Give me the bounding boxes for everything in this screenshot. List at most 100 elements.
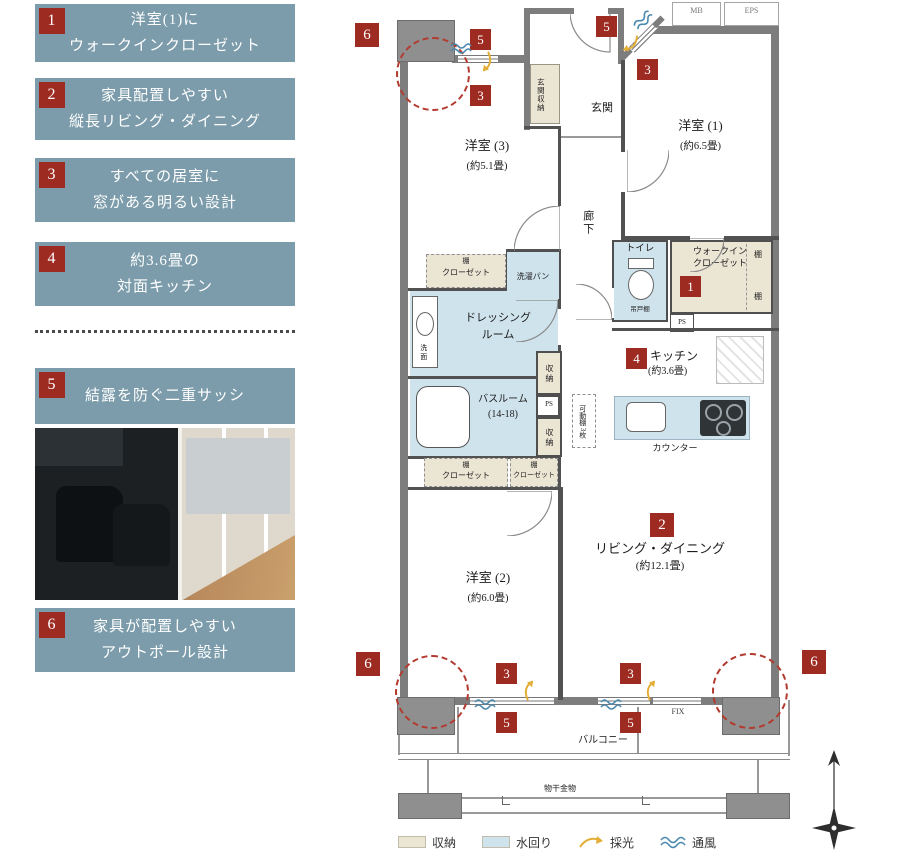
legend-daylight-label: 採光 [610,835,635,850]
wall-segment [400,55,408,700]
water-swatch-icon [482,836,511,848]
ps-box-2 [536,395,562,417]
plan-badge-3: 3 [620,663,641,684]
stove-burner [716,421,731,436]
dressing-label-1: ドレッシング [465,312,531,324]
toilet-label: トイレ [625,244,655,254]
dotted-divider [35,330,295,333]
closet-label: クローゼット [442,268,490,277]
door-gap [610,288,614,318]
hanging-shelf-label: 吊戸棚 [630,306,650,313]
door-arc [507,491,552,536]
feature-5-line1: 結露を防ぐ二重サッシ [84,387,245,404]
legend-item-ventilation: 通風 [660,834,716,851]
storage-box-2 [536,417,562,457]
feature-5: 5 結露を防ぐ二重サッシ [35,368,295,424]
plan-badge-5: 5 [620,712,641,733]
deck-block [398,793,462,819]
feature-2-number: 2 [39,82,65,108]
wall-segment [408,487,561,490]
wind-wave-icon [633,10,653,30]
photo-chair-1 [55,486,124,563]
toilet-bowl [628,270,654,300]
compass-icon [812,750,856,850]
feature-3-line2: 窓がある明るい設計 [92,195,237,211]
wall-segment [558,487,563,700]
plan-badge-6: 6 [355,23,379,47]
feature-3-line1: すべての居室に [109,168,221,185]
feature-1-line2: ウォークインクローゼット [68,38,261,54]
photo-window-frame [178,428,182,600]
deck-line [462,812,726,814]
balcony-divider [457,707,459,753]
vanity-label: 洗面 [419,344,428,362]
stove-burner [726,404,743,421]
door-arc [627,150,669,192]
feature-4-line2: 対面キッチン [116,279,213,295]
plan-badge-6: 6 [356,652,380,676]
ps-box [670,314,694,332]
wall-segment [771,26,779,700]
room-label-yoshitsu2: 洋室 (2) [465,570,511,585]
plan-badge-4: 4 [626,348,647,369]
wic-label-1: ウォークイン [692,246,747,256]
bathroom-label: バスルーム [478,394,528,405]
window [470,697,554,705]
feature-3: 3 すべての居室に 窓がある明るい設計 [35,158,295,222]
refrigerator-space [716,336,764,384]
counter-label: カウンター [652,443,698,453]
closet-strip-1 [424,458,508,487]
eps-box [724,2,779,26]
photo-window-mullion-2 [263,428,268,600]
storage-label-2: 収納 [545,428,554,448]
door-arc [516,300,558,342]
plan-badge-2: 2 [650,513,674,537]
legend-ventilation-label: 通風 [692,835,717,850]
laundry-hook-mark [502,796,510,805]
plan-badge-5: 5 [470,29,491,50]
outpole-dashed-circle [712,653,788,729]
wall-segment [408,376,561,379]
ps-label: PS [678,318,686,326]
plan-badge-5: 5 [496,712,517,733]
plan-badge-5: 5 [596,16,617,37]
wall-segment [621,192,625,238]
feature-6-line1: 家具が配置しやすい [93,618,237,635]
door-arc [514,206,560,252]
wic-label-2: クローゼット [692,258,747,268]
living-label: リビング・ダイニング [594,541,725,556]
room-size-yoshitsu2: (約6.0畳) [467,593,509,604]
corridor-label: 廊下 [581,210,594,236]
feature-2-line2: 縦長リビング・ダイニング [68,114,261,130]
deck-block [726,793,790,819]
stove-burner [705,404,722,421]
double-sash-photo [35,428,295,600]
wind-wave-icon [474,699,496,710]
bathroom-size: (14-18) [488,409,518,420]
outpole-dashed-circle [395,655,469,729]
balcony-side-line [398,735,400,755]
closet-strip-2-label: クローゼット [513,471,555,479]
laundry-pan-label: 洗濯パン [516,272,550,281]
photo-glass [185,438,290,514]
feature-4-line1: 約3.6畳の [130,252,200,269]
plan-badge-3: 3 [470,85,491,106]
legend-item-storage: 収納 [398,834,456,851]
feature-4-number: 4 [39,246,65,272]
mb-box [672,2,721,26]
balcony-side-line [788,700,790,756]
bathtub [416,386,470,448]
legend-item-daylight: 採光 [578,834,634,851]
feature-1-number: 1 [39,8,65,34]
daylight-arrow-icon [622,35,639,52]
outpole-dashed-circle [396,37,470,111]
wic-shelf-label: 棚 [754,250,762,259]
wind-wave-icon [450,43,472,54]
mb-label: MB [690,6,703,15]
daylight-arrow-icon [524,680,534,701]
door-arc [570,12,611,53]
legend-water-label: 水回り [516,835,553,850]
door-arc [690,238,724,272]
eps-label: EPS [744,6,759,15]
